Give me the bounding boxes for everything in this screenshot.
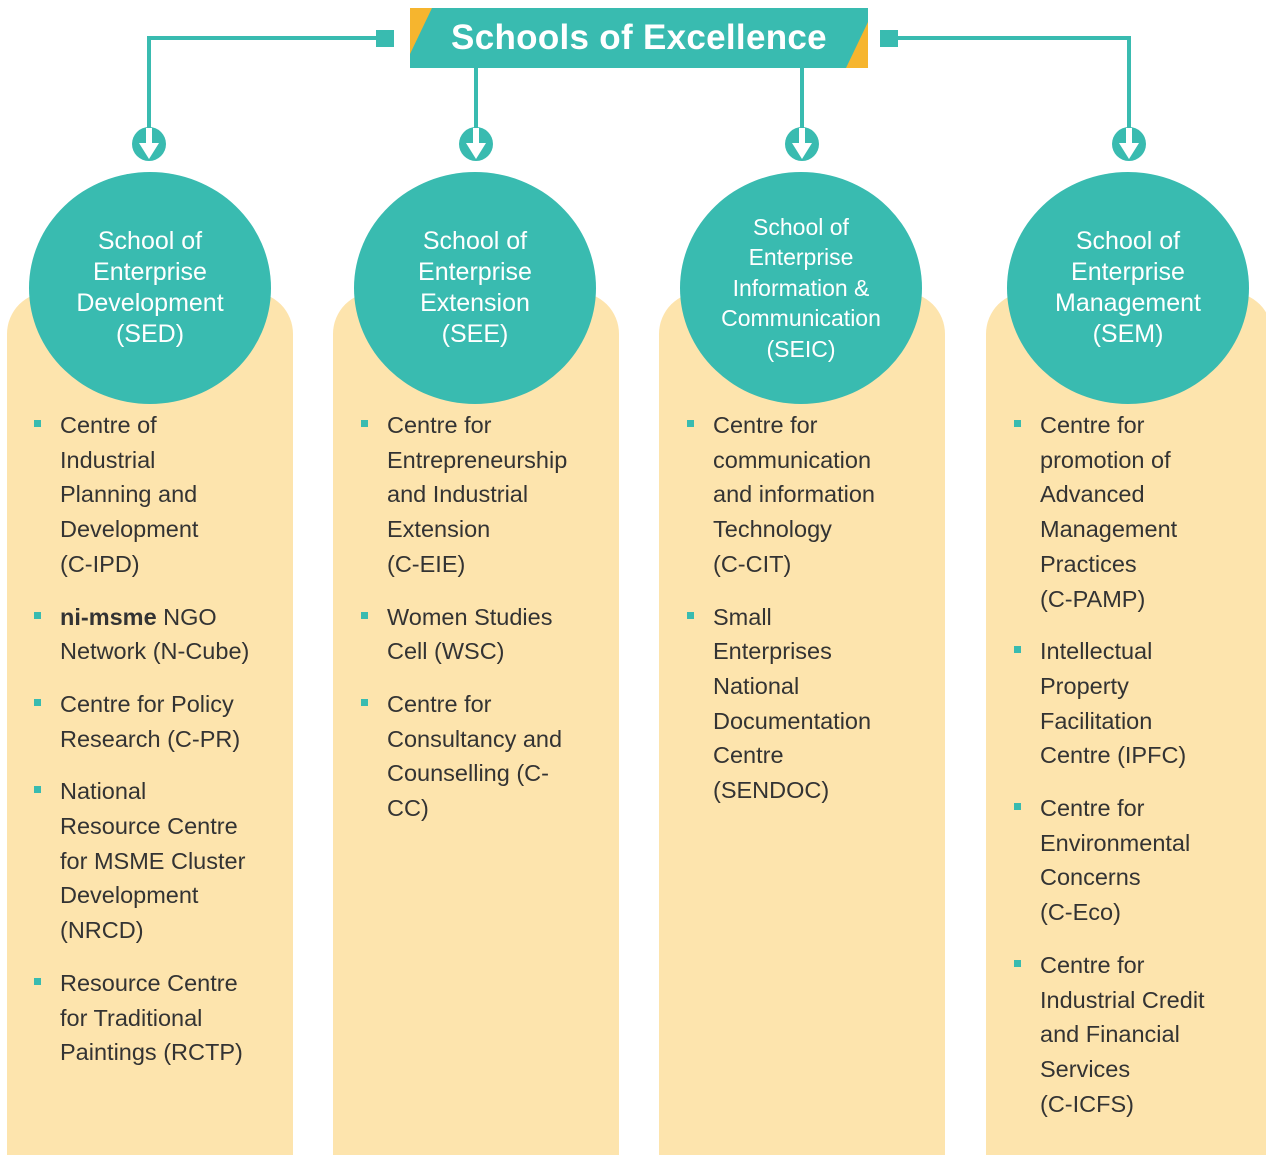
square-bullet-icon <box>687 420 694 427</box>
centre-name: Centre for Entrepreneurship and Industri… <box>387 412 568 577</box>
square-bullet-icon <box>1014 803 1021 811</box>
centre-list-item: Centre for communication and information… <box>687 408 875 582</box>
centre-name: National Resource Centre for MSME Cluste… <box>60 778 246 944</box>
centre-list-item: ni-msme NGO Network (N-Cube) <box>34 600 249 669</box>
square-bullet-icon <box>361 698 368 706</box>
square-bullet-icon <box>34 977 41 985</box>
square-bullet-icon <box>1014 959 1021 967</box>
centre-name: Small Enterprises National Documentation… <box>713 603 872 804</box>
centre-name: Centre of Industrial Planning and Develo… <box>60 412 199 577</box>
title-banner-shape <box>410 8 868 68</box>
connector-line-right <box>898 36 1131 128</box>
school-panel-see <box>333 292 619 1155</box>
arrow-down-icon <box>785 127 819 161</box>
centre-name: Women Studies Cell (WSC) <box>387 603 553 665</box>
centre-name: Centre for Industrial Credit and Financi… <box>1040 951 1205 1117</box>
centre-list-item: Resource Centre for Traditional Painting… <box>34 966 249 1070</box>
school-circle-seic: School of Enterprise Information & Commu… <box>680 172 922 404</box>
centre-name: Intellectual Property Facilitation Centr… <box>1040 638 1187 769</box>
school-title: School of Enterprise Management (SEM) <box>1055 227 1201 348</box>
centre-name: Centre for promotion of Advanced Managem… <box>1040 412 1178 612</box>
centre-name: Centre for communication and information… <box>713 412 875 577</box>
square-bullet-icon <box>361 420 368 427</box>
centre-name: Centre for Environmental Concerns (C-Eco… <box>1040 795 1191 926</box>
centre-list-item: Small Enterprises National Documentation… <box>687 600 875 808</box>
connector-line-left <box>147 36 376 128</box>
centre-list-item: National Resource Centre for MSME Cluste… <box>34 774 249 948</box>
square-bullet-icon <box>34 420 41 427</box>
centre-list-sem: Centre for promotion of Advanced Managem… <box>1014 408 1205 1139</box>
arrow-down-icon <box>132 127 166 161</box>
connector-node-left <box>376 30 394 47</box>
square-bullet-icon <box>361 611 368 619</box>
centre-name: Resource Centre for Traditional Painting… <box>60 969 243 1066</box>
centre-list-item: Centre for Entrepreneurship and Industri… <box>361 408 567 582</box>
title-banner: Schools of Excellence <box>410 8 868 68</box>
school-panel-sem <box>986 292 1266 1155</box>
school-title: School of Enterprise Development (SED) <box>76 227 224 348</box>
school-panel-seic <box>659 292 945 1155</box>
arrow-down-icon <box>459 127 493 161</box>
centre-list-seic: Centre for communication and information… <box>687 408 875 826</box>
centre-list-item: Centre for promotion of Advanced Managem… <box>1014 408 1205 616</box>
square-bullet-icon <box>34 611 41 619</box>
square-bullet-icon <box>687 611 694 619</box>
square-bullet-icon <box>34 786 41 794</box>
centre-list-item: Centre for Policy Research (C-PR) <box>34 687 249 756</box>
school-title: School of Enterprise Information & Commu… <box>721 213 881 362</box>
centre-list-item: Intellectual Property Facilitation Centr… <box>1014 634 1205 773</box>
brand-name: ni-msme <box>60 603 157 630</box>
centre-list-item: Centre for Environmental Concerns (C-Eco… <box>1014 791 1205 930</box>
centre-list-item: Women Studies Cell (WSC) <box>361 600 567 669</box>
school-circle-sem: School of Enterprise Management (SEM) <box>1007 172 1249 404</box>
school-panel-sed <box>7 292 293 1155</box>
centre-list-see: Centre for Entrepreneurship and Industri… <box>361 408 567 844</box>
school-circle-see: School of Enterprise Extension (SEE) <box>354 172 596 404</box>
square-bullet-icon <box>1014 420 1021 427</box>
centre-name: Centre for Consultancy and Counselling (… <box>387 690 563 822</box>
school-title: School of Enterprise Extension (SEE) <box>418 227 532 348</box>
connector-node-right <box>880 30 898 47</box>
centre-name: Centre for Policy Research (C-PR) <box>60 690 241 752</box>
centre-list-item: Centre of Industrial Planning and Develo… <box>34 408 249 582</box>
school-circle-sed: School of Enterprise Development (SED) <box>29 172 271 404</box>
page-title: Schools of Excellence <box>451 18 827 57</box>
centre-list-item: Centre for Consultancy and Counselling (… <box>361 687 567 826</box>
square-bullet-icon <box>34 698 41 706</box>
centre-list-sed: Centre of Industrial Planning and Develo… <box>34 408 249 1088</box>
arrow-down-icon <box>1112 127 1146 161</box>
square-bullet-icon <box>1014 646 1021 654</box>
centre-name: NGO Network (N-Cube) <box>60 603 250 665</box>
centre-list-item: Centre for Industrial Credit and Financi… <box>1014 948 1205 1122</box>
